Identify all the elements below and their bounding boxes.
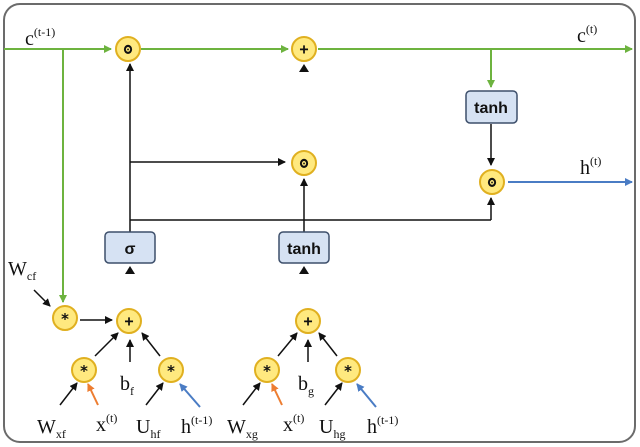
- xf-mul-node: *: [71, 357, 97, 383]
- input-sum-node: +: [295, 308, 321, 334]
- u-hg-label: Uhg: [319, 416, 345, 441]
- uhf-arrow: [145, 382, 164, 406]
- forget-hadamard-node: ʘ: [115, 36, 141, 62]
- u-hf-label: Uhf: [136, 416, 160, 441]
- tanh-g-box: tanh: [278, 231, 330, 264]
- x-g-label: x(t): [283, 411, 304, 436]
- forget-sum-node: +: [116, 308, 142, 334]
- peephole-mul-node: *: [52, 305, 78, 331]
- w-xf-label: Wxf: [37, 416, 66, 441]
- sigma-pointer: [125, 266, 135, 274]
- wcf-arrow: [33, 289, 51, 307]
- hg-arrow: [356, 383, 377, 408]
- tanh-c-label: tanh: [474, 100, 508, 117]
- input-hadamard-node: ʘ: [291, 150, 317, 176]
- c-next-label: c(t): [577, 22, 597, 47]
- b-g-label: bg: [298, 373, 314, 398]
- plus-top-pointer: [299, 64, 309, 72]
- wxf-arrow: [59, 382, 78, 406]
- forget-hadamard-symbol: ʘ: [123, 40, 132, 58]
- h-prev-f-label: h(t-1): [181, 413, 212, 438]
- wxg-arrow: [242, 382, 261, 406]
- w-cf-label: Wcf: [8, 258, 36, 283]
- xf-mul-symbol: *: [79, 362, 88, 380]
- uhg-arrow: [324, 382, 343, 406]
- sigma-box: σ: [104, 231, 156, 264]
- hf-mul-node: *: [158, 357, 184, 383]
- hf-mul-symbol: *: [166, 362, 175, 380]
- xf-mul-to-sum: [94, 332, 119, 357]
- hf-mul-to-sum: [141, 332, 161, 357]
- h-prev-g-label: h(t-1): [367, 413, 398, 438]
- x-f-label: x(t): [96, 411, 117, 436]
- peephole-mul-symbol: *: [60, 310, 69, 328]
- cell-frame: [3, 3, 636, 443]
- xg-mul-to-sum: [277, 332, 298, 357]
- xg-arrow: [271, 383, 283, 406]
- forget-sum-symbol: +: [124, 312, 133, 330]
- tanh-c-box: tanh: [465, 90, 518, 124]
- tanh-g-label: tanh: [287, 241, 321, 258]
- output-hadamard-symbol: ʘ: [487, 173, 496, 191]
- xg-mul-node: *: [254, 357, 280, 383]
- cell-sum-node: +: [291, 36, 317, 62]
- hg-mul-to-sum: [318, 332, 338, 357]
- hg-mul-node: *: [335, 357, 361, 383]
- xf-arrow: [87, 383, 99, 406]
- xg-mul-symbol: *: [262, 362, 271, 380]
- hf-arrow: [179, 383, 201, 408]
- h-next-label: h(t): [580, 154, 601, 179]
- output-hadamard-node: ʘ: [479, 169, 505, 195]
- c-prev-label: c(t-1): [25, 25, 55, 50]
- cell-sum-symbol: +: [299, 40, 308, 58]
- sigma-label: σ: [125, 241, 136, 258]
- tanh-g-pointer: [299, 266, 309, 274]
- hg-mul-symbol: *: [343, 362, 352, 380]
- w-xg-label: Wxg: [227, 416, 258, 441]
- b-f-label: bf: [120, 373, 134, 398]
- input-hadamard-symbol: ʘ: [299, 154, 308, 172]
- input-sum-symbol: +: [303, 312, 312, 330]
